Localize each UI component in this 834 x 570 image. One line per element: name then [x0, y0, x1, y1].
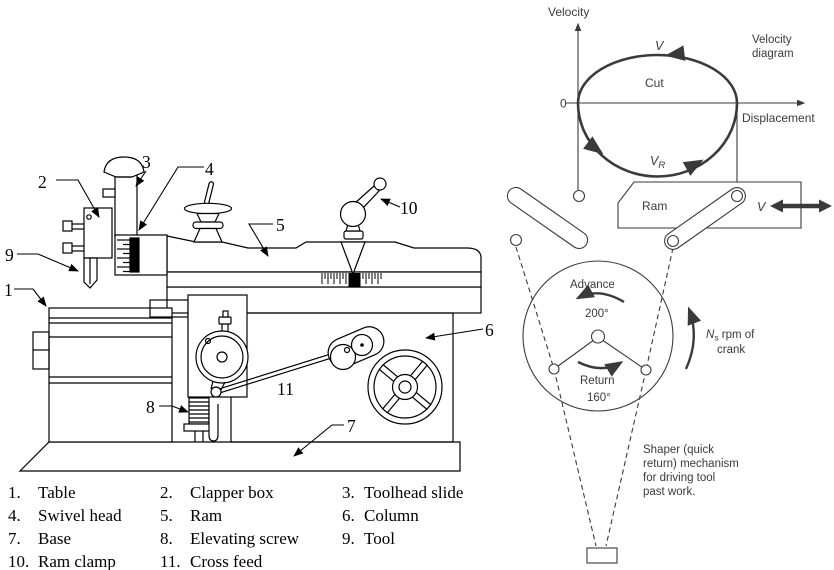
return-angle-label: 160° — [587, 392, 611, 404]
quick-return-mechanism-diagram: Velocity 0 V Cut VR Displacement Velocit… — [506, 5, 832, 564]
toolhead-slide — [102, 156, 145, 238]
part-label-9: 9 — [5, 245, 14, 265]
pivot-block — [586, 547, 618, 564]
part-label-10: 10 — [400, 198, 418, 218]
vr-label: VR — [650, 154, 665, 171]
ram-velocity-arrow — [770, 199, 832, 213]
tool-bit — [83, 257, 98, 289]
return-arrow — [577, 360, 624, 377]
ram-scale-band — [166, 271, 482, 288]
crank-belt-plate — [327, 326, 385, 371]
crank-center-pin — [590, 329, 606, 344]
legend-item: 4.Swivel head — [8, 506, 122, 525]
legend-item: 5.Ram — [160, 506, 223, 525]
crank-rotation-arrow — [684, 306, 702, 370]
advance-arrow — [575, 284, 625, 304]
crank-pin-right — [640, 364, 652, 376]
crossfeed-rod — [215, 348, 348, 395]
part-label-3: 3 — [142, 152, 151, 172]
part-label-11: 11 — [277, 379, 294, 399]
part-label-4: 4 — [205, 159, 214, 179]
part-label-1: 1 — [4, 280, 13, 300]
link-left — [506, 186, 589, 250]
part-label-7: 7 — [347, 416, 356, 436]
legend-column-3: 3.Toolhead slide 6.Column 9.Tool — [342, 482, 463, 551]
crank-speed-label-line2: crank — [717, 344, 745, 356]
part-label-6: 6 — [485, 320, 494, 340]
elevating-screw — [183, 397, 219, 442]
construction-dashed-lines — [515, 246, 674, 547]
ram-scale-ticks — [321, 273, 382, 287]
ram-label: Ram — [642, 199, 667, 213]
caption-line3: for driving tool — [643, 472, 715, 484]
crank-speed-label: Ns rpm of — [706, 329, 755, 343]
caption-line1: Shaper (quick — [643, 444, 714, 456]
part-label-5: 5 — [276, 215, 285, 235]
v-top-label: V — [655, 39, 665, 53]
legend-item: 11.Cross feed — [160, 552, 263, 570]
ram-outline — [166, 235, 482, 273]
crossfeed-disc — [195, 330, 249, 391]
column-handwheel — [367, 349, 443, 425]
table-outline — [32, 307, 173, 443]
swivel-head — [114, 234, 168, 276]
advance-angle-label: 200° — [585, 308, 609, 320]
ram-v-label: V — [757, 200, 767, 214]
base-outline — [18, 441, 461, 472]
leader-lines — [14, 166, 484, 457]
legend-item: 7.Base — [8, 529, 72, 548]
cut-label: Cut — [645, 76, 664, 90]
legend-item: 8.Elevating screw — [160, 529, 300, 548]
ram-handwheel — [183, 181, 233, 243]
return-label: Return — [580, 375, 615, 387]
origin-label: 0 — [560, 97, 567, 111]
diagram-title-line1: Velocity — [752, 34, 792, 46]
legend-item: 6.Column — [342, 506, 419, 525]
part-label-2: 2 — [38, 172, 47, 192]
legend-item: 10.Ram clamp — [8, 552, 116, 570]
legend-item: 3.Toolhead slide — [342, 483, 464, 502]
link-right — [664, 187, 746, 250]
velocity-axis-label: Velocity — [548, 5, 589, 19]
caption-line2: return) mechanism — [643, 458, 739, 470]
toolhead-knob — [103, 156, 145, 178]
legend-item: 1.Table — [8, 483, 76, 502]
rod-pin-lower — [210, 386, 222, 398]
legend-item: 2.Clapper box — [160, 483, 274, 502]
displacement-axis-label: Displacement — [742, 111, 815, 125]
legend-column-1: 1.Table 4.Swivel head 7.Base 10.Ram clam… — [8, 482, 122, 570]
legend-item: 9.Tool — [342, 529, 395, 548]
clapper-box — [62, 207, 113, 259]
advance-label: Advance — [570, 279, 615, 291]
crank-circle — [522, 260, 674, 412]
caption-line4: past work. — [643, 486, 695, 498]
ram-clamp-lever — [339, 177, 387, 276]
shaper-machine-drawing: 1 2 3 4 5 6 7 8 9 10 11 — [4, 152, 494, 472]
diagram-title-line2: diagram — [752, 48, 794, 60]
part-label-8: 8 — [146, 397, 155, 417]
legend-column-2: 2.Clapper box 5.Ram 8.Elevating screw 11… — [160, 482, 299, 570]
crank-pin-left — [548, 363, 560, 375]
